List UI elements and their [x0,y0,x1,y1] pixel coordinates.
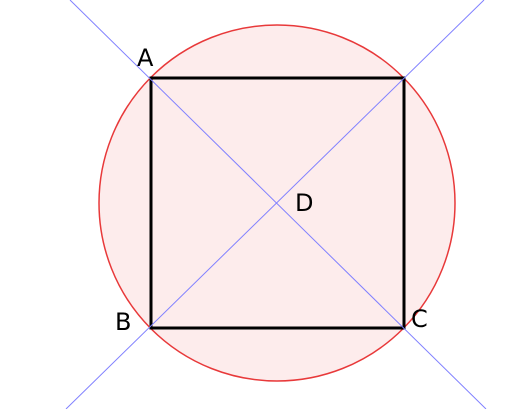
point-label-a: A [137,44,154,72]
diagonal-line-ac [69,0,487,409]
point-label-b: B [115,308,131,336]
point-label-c: C [411,305,428,333]
diagonal-line-bd [65,0,485,409]
point-label-d: D [295,189,313,217]
